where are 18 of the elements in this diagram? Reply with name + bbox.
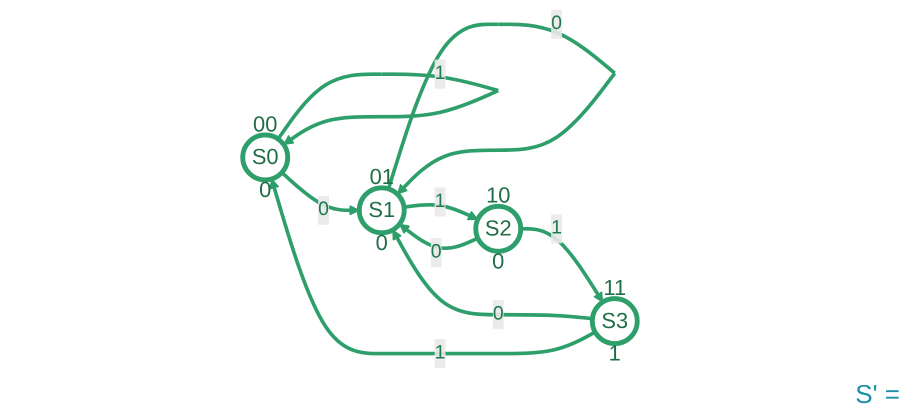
edge-label: 0 — [318, 199, 329, 220]
equation-text: S' = — [855, 379, 900, 410]
edge-label: 1 — [551, 218, 562, 239]
arrow — [520, 226, 604, 303]
edge-label: 1 — [434, 191, 446, 212]
node-circle: S0 — [240, 132, 290, 182]
edge-label: 0 — [430, 242, 442, 262]
edge-label: 1 — [434, 63, 446, 84]
node-circle: S2 — [473, 204, 524, 254]
edge-label: 1 — [434, 342, 446, 364]
arrow — [269, 178, 596, 356]
node-circle: S1 — [356, 185, 407, 236]
node-circle: S3 — [590, 296, 640, 346]
arrow — [399, 224, 479, 250]
arrow — [404, 202, 478, 220]
edge-label: 0 — [551, 13, 562, 34]
arrow — [392, 229, 593, 320]
edge-label: 0 — [492, 304, 504, 324]
